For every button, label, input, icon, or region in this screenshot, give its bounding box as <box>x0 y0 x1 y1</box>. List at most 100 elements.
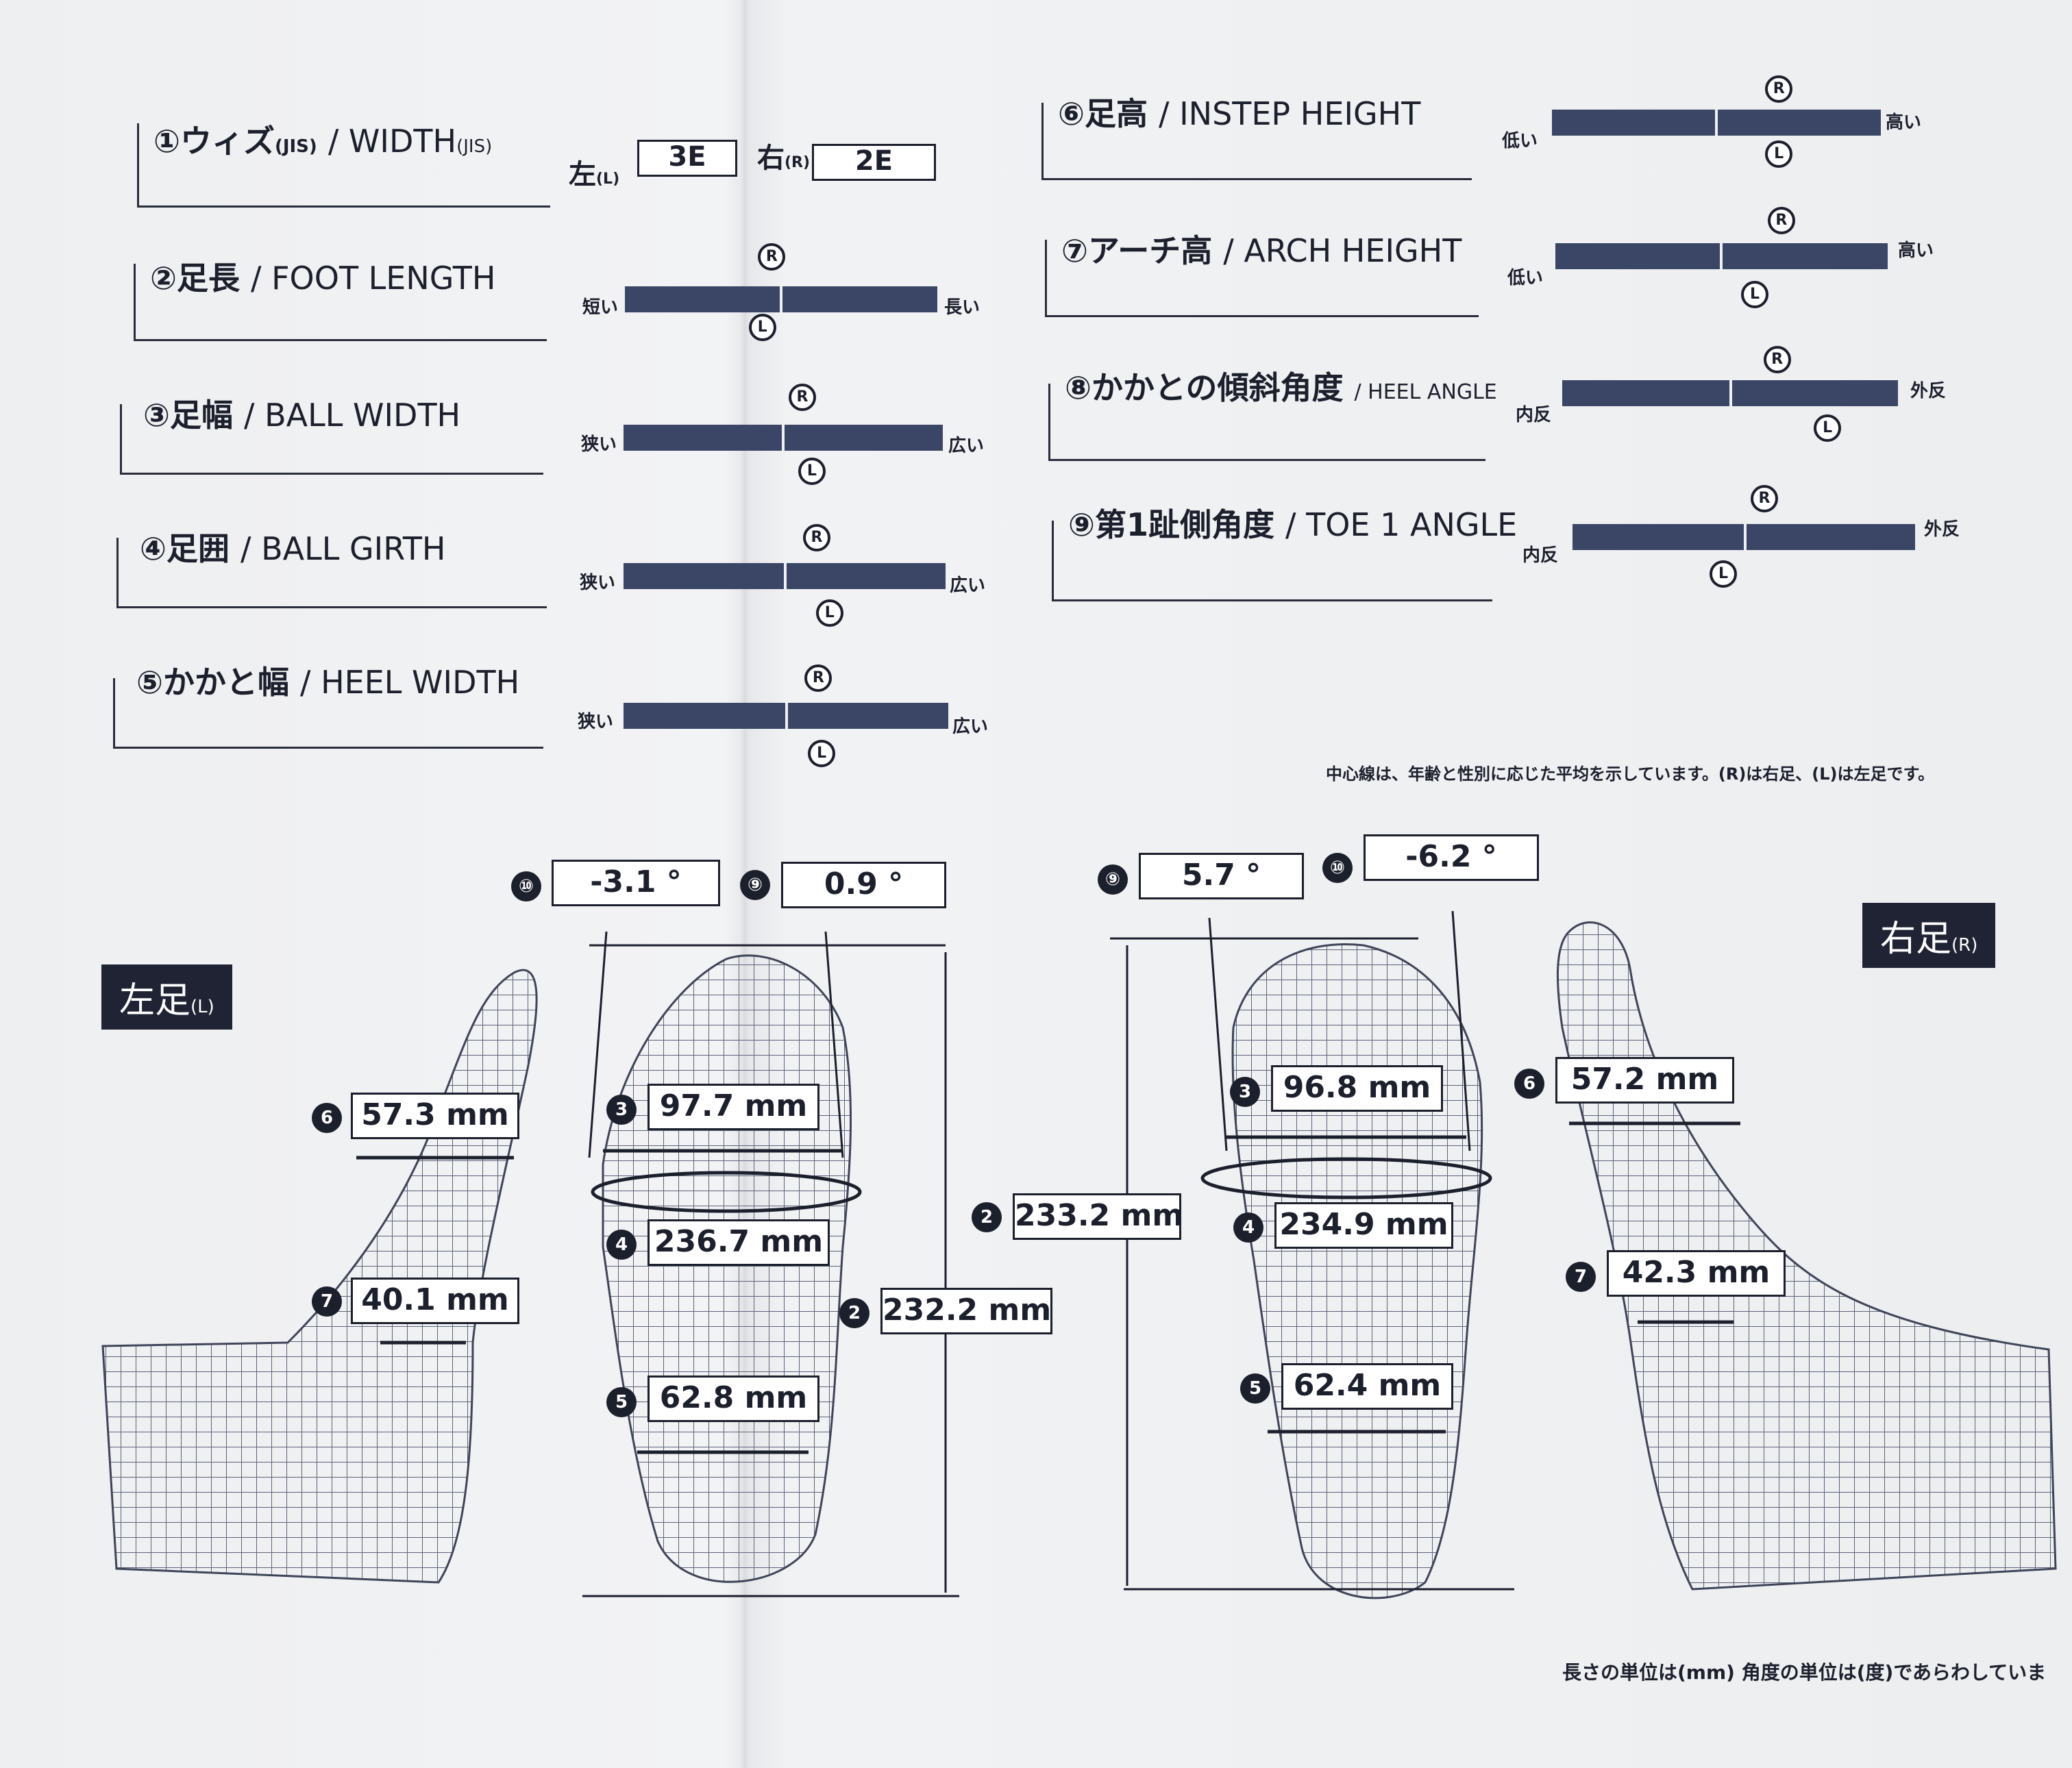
bar-centerline <box>1720 243 1723 269</box>
marker: ④ <box>140 530 166 567</box>
left-foot-tag: 左足(L) <box>101 964 232 1030</box>
heel-angle-title: ⑧かかとの傾斜角度 / HEEL ANGLE <box>1065 363 1497 408</box>
width-left-value: 3E <box>637 140 737 177</box>
title-underline <box>116 538 547 608</box>
foot-length-low: 短い <box>582 297 619 318</box>
heel-width-bar <box>624 703 948 729</box>
center-line-note: 中心線は、年齢と性別に応じた平均を示しています。(R)は右足、(L)は左足です。 <box>1326 764 1935 784</box>
ball-width-title: ③足幅 / BALL WIDTH <box>143 390 460 436</box>
heel-width-low: 狭い <box>578 712 614 732</box>
title-ja: 第1趾側角度 <box>1094 506 1274 543</box>
ball-girth-bar <box>624 563 946 589</box>
title-ja: アーチ高 <box>1087 232 1213 269</box>
title-en: / ARCH HEIGHT <box>1223 232 1462 269</box>
left-m5-marker: 5 <box>606 1387 637 1417</box>
left-m6-marker: 6 <box>312 1103 342 1133</box>
right-sole-shape <box>1231 943 1483 1599</box>
title-en-sub: (JIS) <box>456 136 493 157</box>
title-en: / WIDTH <box>328 123 457 160</box>
right-m5-marker: 5 <box>1240 1373 1270 1404</box>
left-m4-marker: 4 <box>606 1230 637 1260</box>
left-m4-value: 236.7 mm <box>648 1219 830 1266</box>
arch-height-high: 高い <box>1898 240 1934 261</box>
ball-width-pin-l: L <box>798 458 826 485</box>
ball-width-pin-r: R <box>788 384 816 411</box>
bar-centerline <box>784 563 787 589</box>
right-foot-tag: 右足(R) <box>1862 903 1996 968</box>
marker: ② <box>150 260 177 297</box>
marker: ⑧ <box>1065 369 1092 406</box>
right-m7-marker: 7 <box>1566 1262 1596 1292</box>
toe1-angle-high: 外反 <box>1924 519 1960 540</box>
right-m7-value: 42.3 mm <box>1607 1250 1786 1297</box>
heel-angle-bar <box>1562 380 1898 406</box>
width-right-label: 右(R) <box>757 136 810 175</box>
instep-height-bar <box>1552 110 1881 136</box>
left-angle9-marker: ⑨ <box>740 870 770 900</box>
right-m3-value: 96.8 mm <box>1271 1065 1443 1112</box>
ball-girth-high: 広い <box>950 575 986 596</box>
toe1-angle-pin-r: R <box>1751 485 1778 512</box>
right-m2-marker: 2 <box>972 1202 1002 1232</box>
tag-sub: (R) <box>1951 935 1978 956</box>
title-underline <box>120 404 543 475</box>
foot-length-pin-l: L <box>748 314 776 341</box>
tag-sub: (L) <box>190 997 214 1017</box>
left-m3-marker: 3 <box>606 1095 637 1125</box>
instep-height-title: ⑥足高 / INSTEP HEIGHT <box>1058 89 1420 134</box>
bar-centerline <box>780 286 782 312</box>
ball-girth-title: ④足囲 / BALL GIRTH <box>140 524 446 569</box>
foot-length-title: ②足長 / FOOT LENGTH <box>150 253 495 299</box>
ball-width-low: 狭い <box>581 434 617 455</box>
foot-length-high: 長い <box>944 297 981 318</box>
width-title: ①ウィズ(JIS) / WIDTH(JIS) <box>153 116 492 162</box>
bar-centerline <box>1715 110 1718 136</box>
title-underline <box>137 123 550 208</box>
instep-height-high: 高い <box>1886 112 1922 133</box>
right-m4-value: 234.9 mm <box>1274 1202 1453 1249</box>
ball-girth-low: 狭い <box>580 573 616 593</box>
title-underline <box>134 264 547 341</box>
marker: ① <box>153 123 180 160</box>
ball-width-bar <box>624 425 943 451</box>
toe1-angle-title: ⑨第1趾側角度 / TOE 1 ANGLE <box>1068 500 1517 545</box>
instep-height-pin-l: L <box>1765 140 1793 168</box>
left-label: 左 <box>569 159 596 190</box>
toe1-angle-pin-l: L <box>1710 560 1737 588</box>
heel-angle-high: 外反 <box>1910 381 1947 401</box>
title-ja: かかとの傾斜角度 <box>1091 369 1344 406</box>
left-side-foot-shape <box>101 969 538 1584</box>
title-ja: ウィズ <box>180 123 275 160</box>
title-ja: 足囲 <box>166 530 230 567</box>
left-m6-value: 57.3 mm <box>351 1093 519 1139</box>
foot-length-pin-r: R <box>758 243 786 271</box>
arch-height-title: ⑦アーチ高 / ARCH HEIGHT <box>1061 226 1462 271</box>
right-m6-marker: 6 <box>1514 1069 1544 1099</box>
right-angle10-marker: ⑩ <box>1322 853 1353 883</box>
left-angle10-marker: ⑩ <box>511 871 541 901</box>
title-en: / BALL WIDTH <box>243 397 461 434</box>
title-en: / BALL GIRTH <box>240 530 446 567</box>
arch-height-pin-r: R <box>1767 207 1795 234</box>
left-m2-marker: 2 <box>839 1298 870 1328</box>
title-en: / INSTEP HEIGHT <box>1158 95 1421 132</box>
marker: ③ <box>143 397 170 434</box>
title-en: / FOOT LENGTH <box>250 260 496 297</box>
foot-length-bar <box>625 286 937 312</box>
heel-width-high: 広い <box>952 717 989 737</box>
instep-height-low: 低い <box>1502 131 1538 151</box>
right-angle9-marker: ⑨ <box>1098 864 1128 895</box>
right-m5-value: 62.4 mm <box>1281 1363 1453 1410</box>
ball-width-high: 広い <box>948 436 985 456</box>
bar-centerline <box>782 425 785 451</box>
title-ja: 足長 <box>176 260 240 297</box>
arch-height-low: 低い <box>1507 268 1544 288</box>
left-sub: (L) <box>596 171 620 188</box>
heel-width-title: ⑤かかと幅 / HEEL WIDTH <box>136 658 519 703</box>
title-ja: 足高 <box>1084 95 1148 132</box>
title-ja: かかと幅 <box>162 664 289 701</box>
marker: ⑨ <box>1068 506 1095 543</box>
left-m7-marker: 7 <box>312 1286 342 1317</box>
marker: ⑥ <box>1058 95 1085 132</box>
